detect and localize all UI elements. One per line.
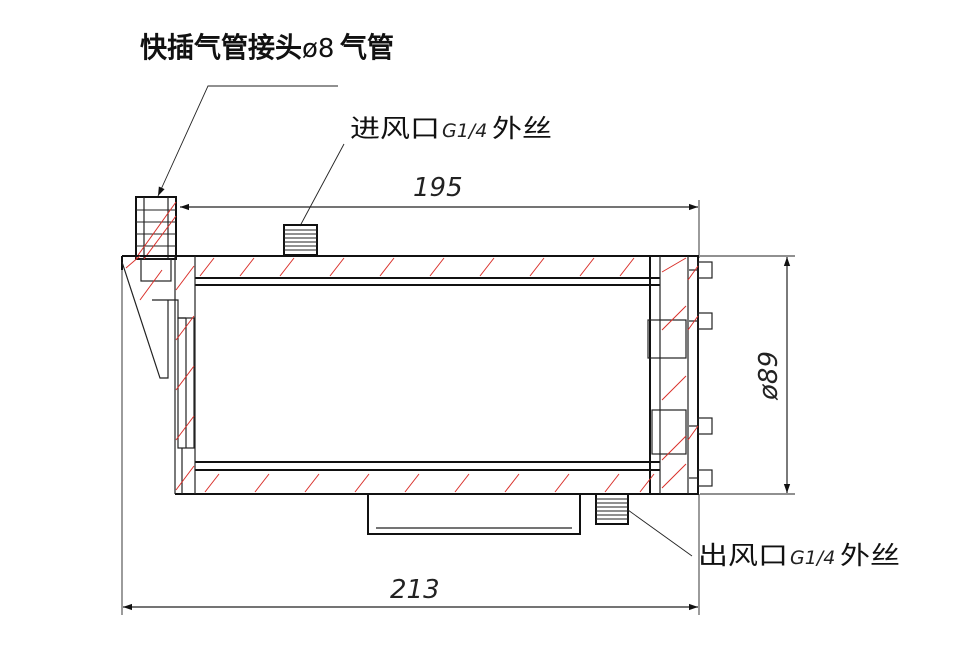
bolt-2 xyxy=(689,312,713,330)
inlet-spec: G1/4 xyxy=(442,120,487,142)
outlet-port xyxy=(595,493,629,525)
dim-89-label: ø89 xyxy=(754,351,784,401)
section-hatching xyxy=(125,255,699,493)
air-connector-tail: 气管 xyxy=(339,31,394,64)
inlet-port xyxy=(283,224,318,256)
inlet-label: 进风口 xyxy=(350,114,440,143)
outlet-leader xyxy=(627,509,693,557)
outlet-label: 出风口 xyxy=(698,541,788,570)
air-connector-fitting xyxy=(135,196,177,282)
inlet-tail: 外丝 xyxy=(492,114,552,143)
dim-195-label: 195 xyxy=(413,173,463,203)
housing-body xyxy=(121,255,713,495)
outlet-spec: G1/4 xyxy=(790,547,835,569)
bolt-4 xyxy=(689,469,713,487)
mounting-plate xyxy=(367,493,581,535)
dim-213-label: 213 xyxy=(390,575,440,605)
inlet-leader xyxy=(299,143,345,227)
outlet-tail: 外丝 xyxy=(840,541,900,570)
air-connector-label: 快插气管接头 xyxy=(140,31,302,64)
air-connector-leader xyxy=(157,85,338,197)
bolt-3 xyxy=(689,417,713,435)
air-connector-size: ø8 xyxy=(302,34,334,64)
bolt-1 xyxy=(689,261,713,279)
